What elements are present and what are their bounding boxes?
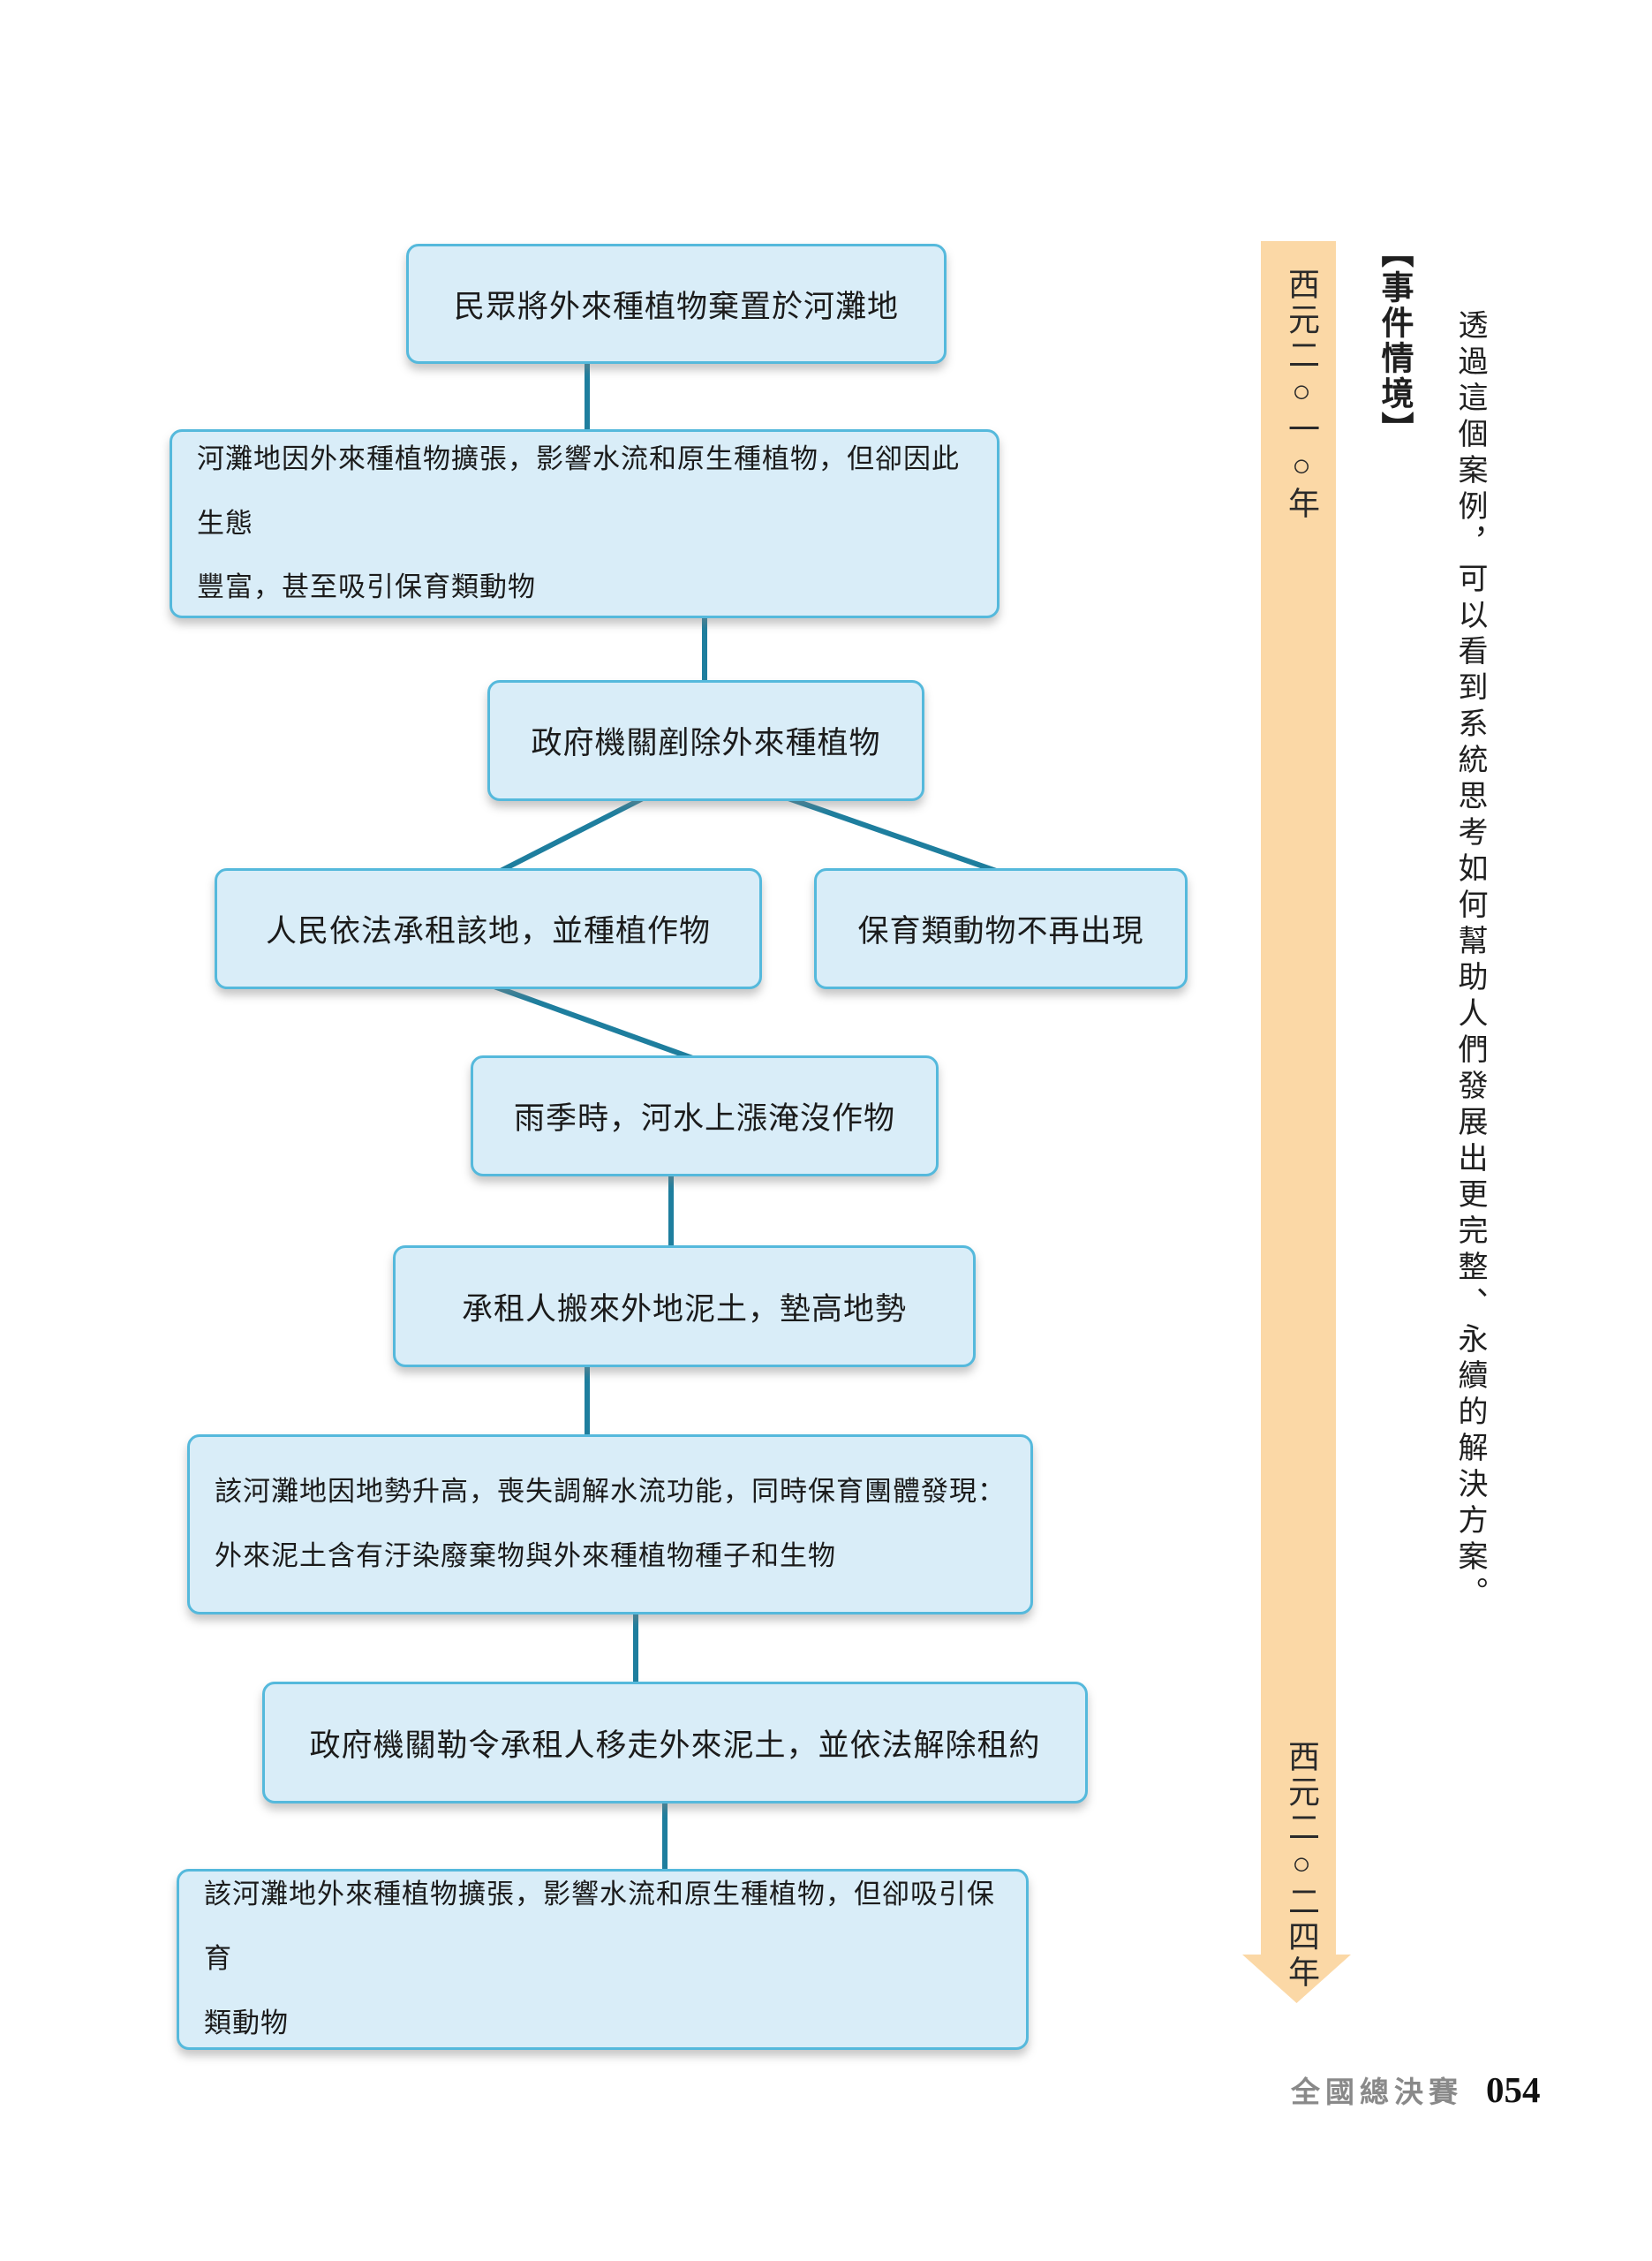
flow-node-7: 承租人搬來外地泥土，墊高地勢 bbox=[393, 1245, 976, 1367]
flow-node-10: 該河灘地外來種植物擴張，影響水流和原生種植物，但卻吸引保育 類動物 bbox=[177, 1869, 1029, 2050]
edge-n4-n6 bbox=[490, 983, 697, 1062]
flow-node-3: 政府機關剷除外來種植物 bbox=[487, 680, 924, 801]
flow-node-4: 人民依法承租該地，並種植作物 bbox=[215, 868, 762, 989]
edge-n3-n5 bbox=[785, 795, 999, 874]
flow-node-9: 政府機關勒令承租人移走外來泥土，並依法解除租約 bbox=[262, 1682, 1088, 1804]
page-footer: 全國總決賽 054 bbox=[1291, 2068, 1541, 2111]
flow-node-1: 民眾將外來種植物棄置於河灘地 bbox=[406, 244, 947, 364]
footer-section-label: 全國總決賽 bbox=[1291, 2076, 1463, 2108]
timeline-start-year: 西元二○一○年 bbox=[1284, 268, 1319, 522]
flow-node-6: 雨季時，河水上漲淹沒作物 bbox=[471, 1055, 939, 1176]
edge-n3-n4 bbox=[497, 795, 646, 874]
flow-node-5: 保育類動物不再出現 bbox=[814, 868, 1188, 989]
flow-node-2: 河灘地因外來種植物擴張，影響水流和原生種植物，但卻因此生態 豐富，甚至吸引保育類… bbox=[170, 429, 999, 618]
section-intro-paragraph: 透過這個案例，可以看到系統思考如何幫助人們發展出更完整、永續的解決方案。 bbox=[1453, 309, 1486, 1613]
timeline-end-year: 西元二○二四年 bbox=[1284, 1740, 1319, 1991]
flow-node-8: 該河灘地因地勢升高，喪失調解水流功能，同時保育團體發現： 外來泥土含有汙染廢棄物… bbox=[187, 1434, 1033, 1614]
page-number: 054 bbox=[1486, 2069, 1541, 2110]
section-heading: 【事件情境】 bbox=[1376, 235, 1412, 447]
